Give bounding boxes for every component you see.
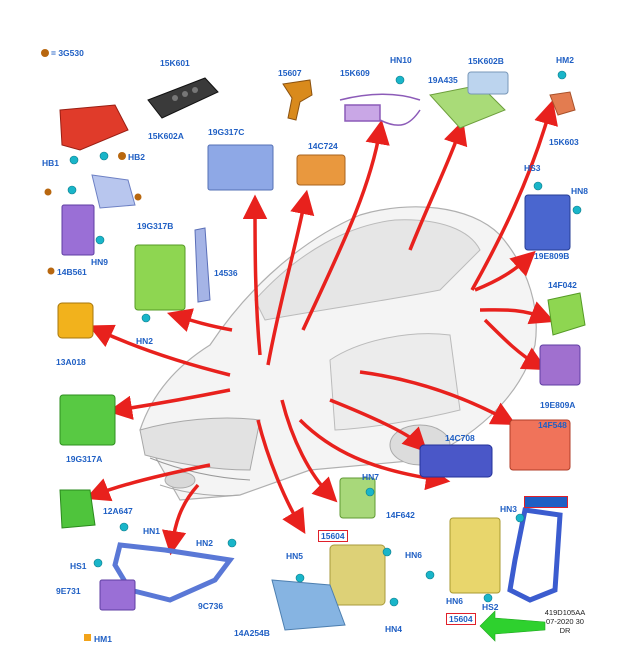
key-fob-15K601 <box>147 77 219 119</box>
component-15K603 <box>549 91 576 116</box>
label-HN3: HN3 <box>500 504 518 514</box>
label-15K601: 15K601 <box>160 58 190 68</box>
component-19G317C <box>207 144 274 191</box>
bracket-hb <box>91 174 136 209</box>
bracket-9C736 <box>112 542 235 603</box>
label-14F042: 14F042 <box>548 280 577 290</box>
label-HS2: HS2 <box>482 602 499 612</box>
label-HN9: HN9 <box>91 257 109 267</box>
component-15K602B <box>467 71 509 95</box>
label-19A435: 19A435 <box>428 75 458 85</box>
component-15604-a <box>329 544 386 606</box>
label-15K602A: 15K602A <box>148 131 184 141</box>
bracket-14536 <box>194 227 211 303</box>
reference-line-3: DR <box>559 626 571 635</box>
label-15604-highlighted-lower: 15604 <box>446 613 476 625</box>
component-14F548 <box>509 419 571 471</box>
component-19E809A <box>539 344 581 386</box>
label-14F548: 14F548 <box>538 420 567 430</box>
label-14C708: 14C708 <box>445 433 475 443</box>
label-HB1: HB1 <box>42 158 60 168</box>
label-15K609: 15K609 <box>340 68 370 78</box>
square-marker <box>84 634 91 641</box>
label-15K602B: 15K602B <box>468 56 504 66</box>
label-HN4: HN4 <box>385 624 403 634</box>
component-19G317B <box>134 244 186 311</box>
label-15K603: 15K603 <box>549 137 579 147</box>
label-19E809A: 19E809A <box>540 400 576 410</box>
label-HN1: HN1 <box>143 526 161 536</box>
component-15K602A <box>59 104 129 151</box>
label-13A018: 13A018 <box>56 357 86 367</box>
harness-15K609 <box>339 93 421 126</box>
label-19G317B: 19G317B <box>137 221 174 231</box>
component-14F042 <box>547 292 586 336</box>
legend-bullet-label: = 3G530 <box>51 48 84 58</box>
label-12A647: 12A647 <box>103 506 133 516</box>
component-14B561 <box>61 204 95 256</box>
bracket-right <box>507 507 563 603</box>
component-19A435 <box>429 84 506 129</box>
label-HS1: HS1 <box>70 561 87 571</box>
component-14A254B <box>271 579 346 631</box>
label-HM1: HM1 <box>94 634 112 644</box>
component-15607 <box>282 79 313 121</box>
label-HN2-lower: HN2 <box>196 538 214 548</box>
label-15604-highlighted-upper: 15604 <box>318 530 348 542</box>
label-HN6-upper: HN6 <box>405 550 423 560</box>
label-14B561: 14B561 <box>57 267 87 277</box>
reference-line-1: 419D105AA <box>544 608 586 617</box>
reference-line-2: 07-2020 30 <box>546 617 584 626</box>
label-HN2-upper: HN2 <box>136 336 154 346</box>
label-19E809B: 19E809B <box>534 251 570 261</box>
vehicle-body <box>139 206 537 501</box>
label-HN7: HN7 <box>362 472 380 482</box>
label-9C736: 9C736 <box>198 601 224 611</box>
label-HN10: HN10 <box>390 55 412 65</box>
label-15607: 15607 <box>278 68 302 78</box>
component-15604-b <box>449 517 501 594</box>
component-19G317A <box>59 394 116 446</box>
clip-markers <box>67 70 582 607</box>
component-14C724 <box>296 154 346 186</box>
reference-code: 419D105AA 07-2020 30 DR <box>530 608 600 635</box>
component-12A647 <box>59 489 96 529</box>
label-HB2: HB2 <box>128 152 146 162</box>
component-14C708 <box>419 444 493 478</box>
label-HM2: HM2 <box>556 55 574 65</box>
location-arrows <box>85 99 558 556</box>
label-HN5: HN5 <box>286 551 304 561</box>
label-14536: 14536 <box>214 268 238 278</box>
label-9E731: 9E731 <box>56 586 81 596</box>
label-HN6-lower: HN6 <box>446 596 464 606</box>
component-9E731 <box>99 579 136 611</box>
label-redacted-highlight <box>524 496 568 508</box>
label-19G317A: 19G317A <box>66 454 103 464</box>
bullet-markers <box>41 49 142 275</box>
component-13A018 <box>57 302 94 339</box>
label-14C724: 14C724 <box>308 141 338 151</box>
label-14A254B: 14A254B <box>234 628 270 638</box>
green-front-arrow <box>479 610 546 642</box>
component-19E809B <box>524 194 571 251</box>
component-14F642 <box>339 477 376 519</box>
label-HS3: HS3 <box>524 163 541 173</box>
label-19G317C: 19G317C <box>208 127 245 137</box>
label-14F642: 14F642 <box>386 510 415 520</box>
label-HN8: HN8 <box>571 186 589 196</box>
